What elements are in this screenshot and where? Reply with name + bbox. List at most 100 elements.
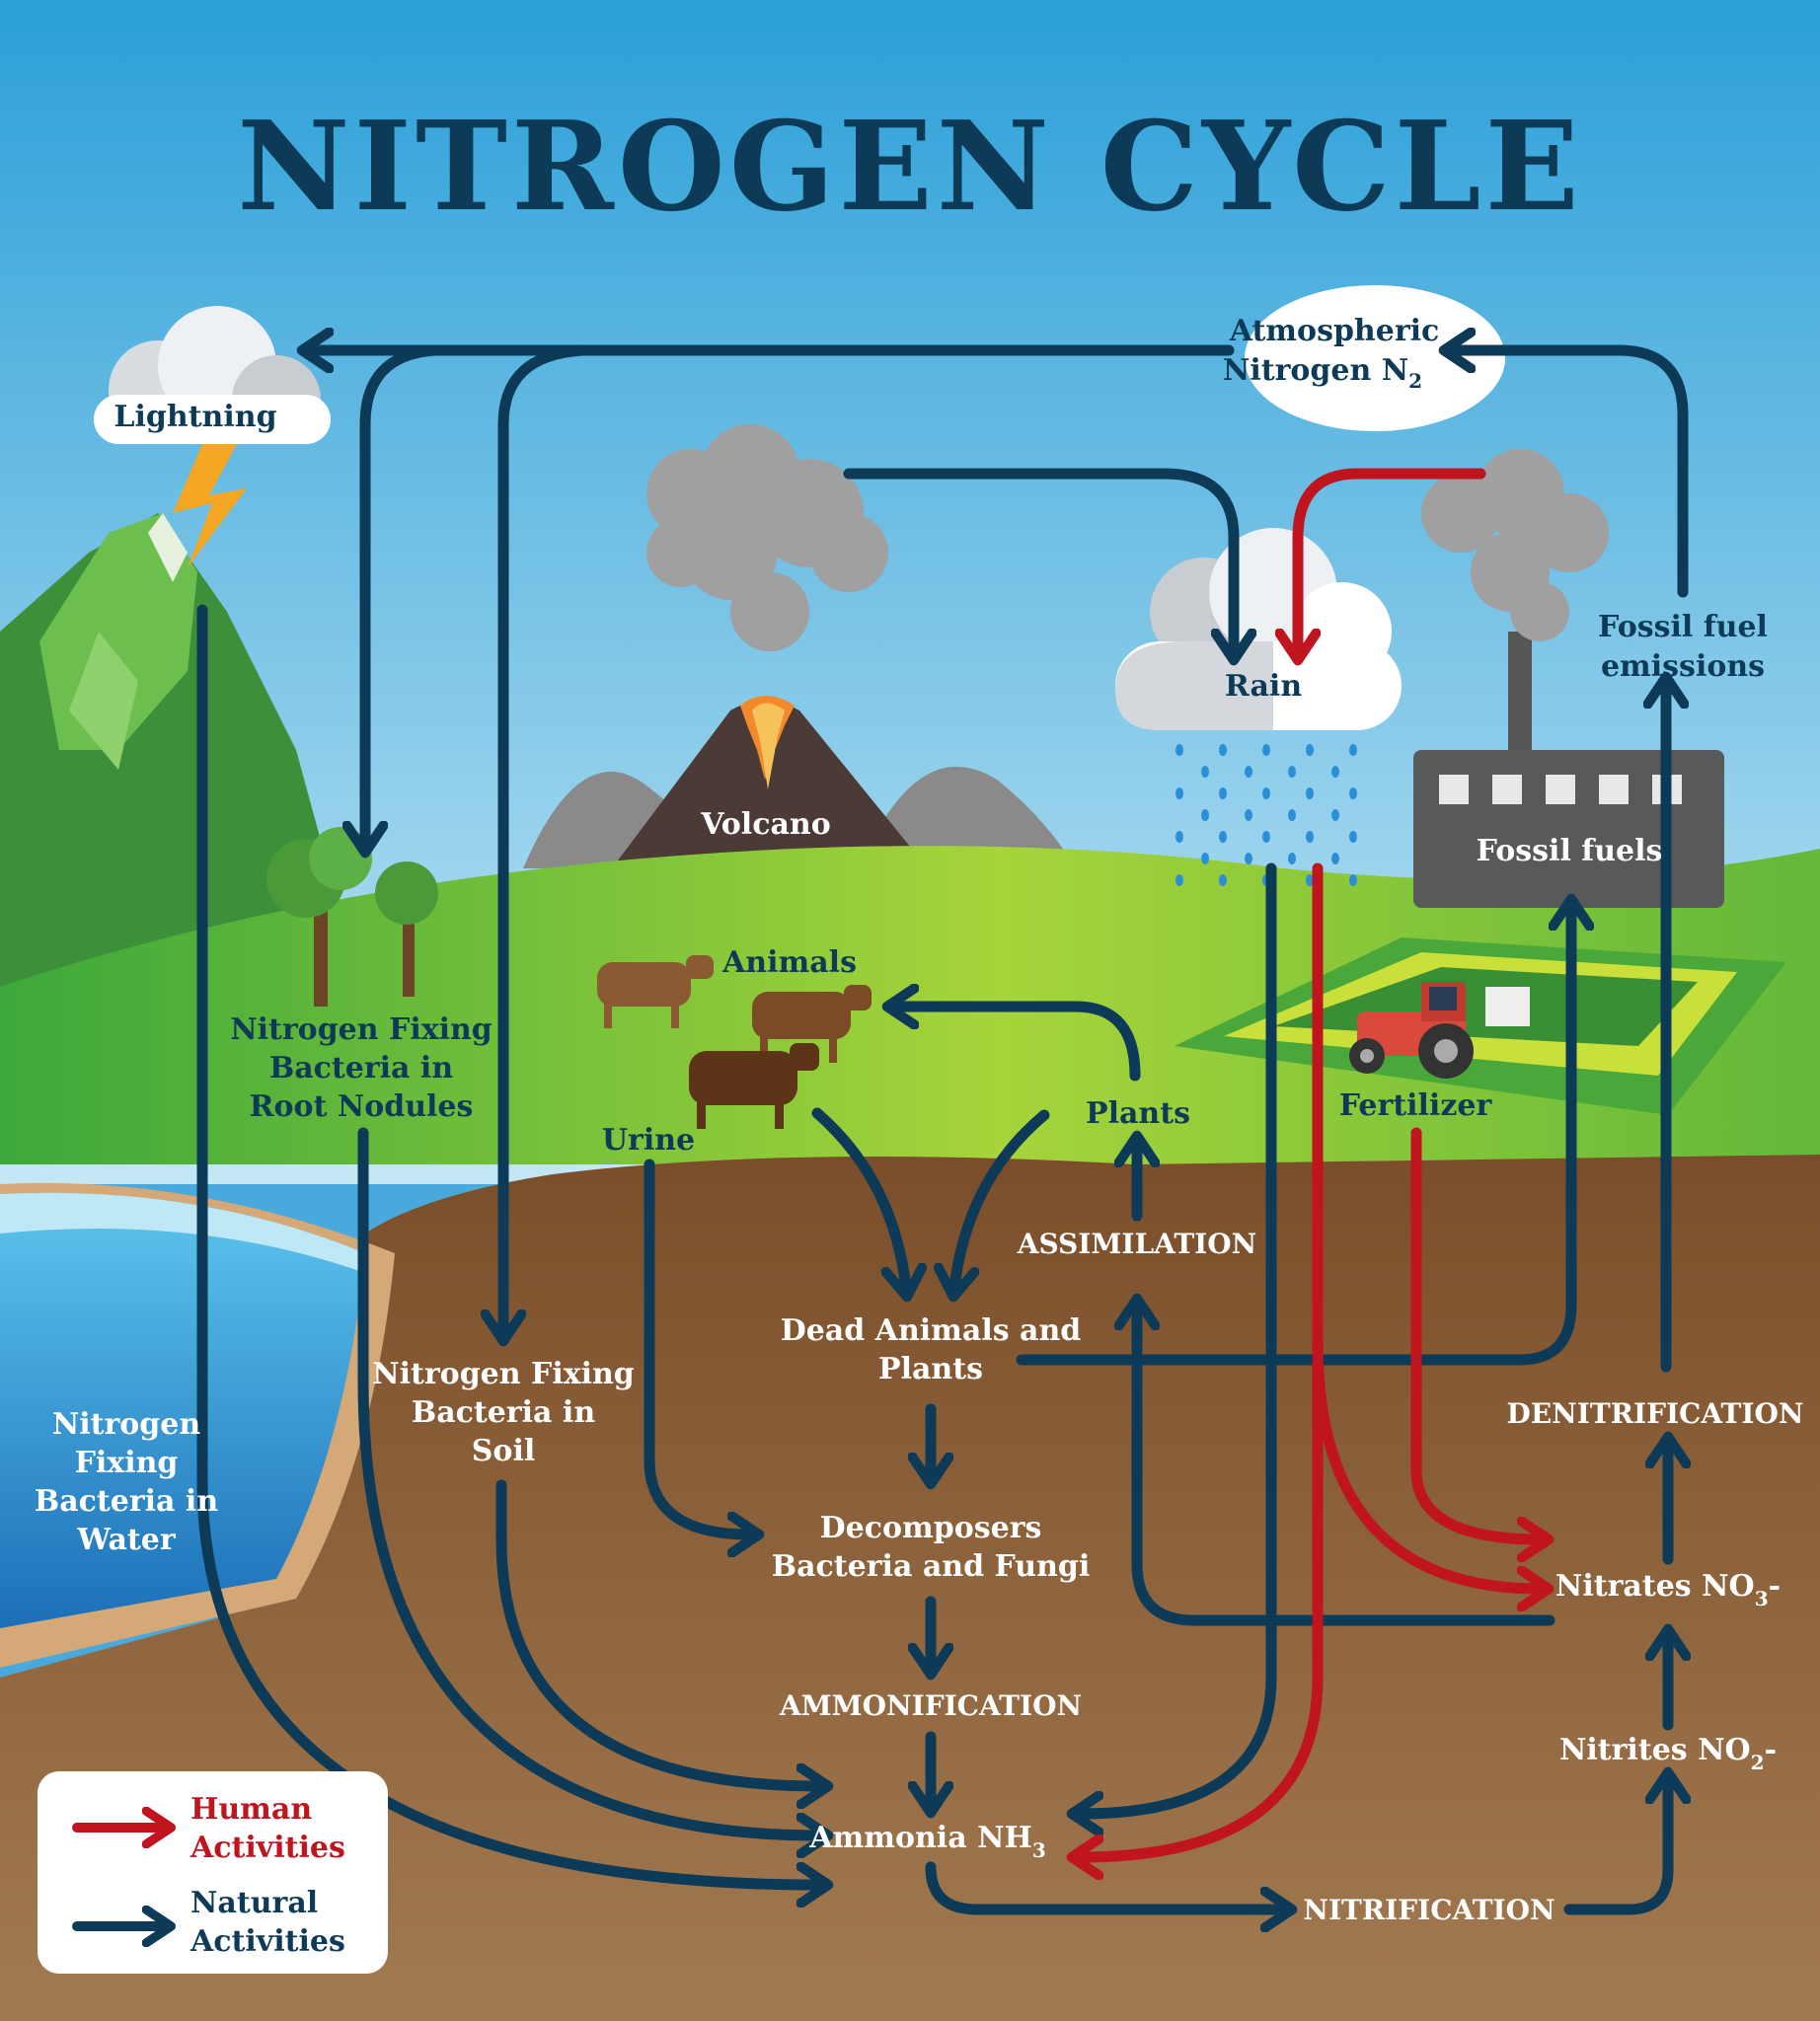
atmospheric-nitrogen-label: Atmospheric xyxy=(1229,314,1440,348)
fertilizer-label: Fertilizer xyxy=(1339,1088,1493,1123)
arrow-rain-to-ammonia-human xyxy=(1081,862,1324,1857)
ammonification-label: AMMONIFICATION xyxy=(779,1689,1082,1722)
rain-drop xyxy=(1175,787,1183,799)
fossil-fuels-label: Fossil fuels xyxy=(1477,834,1663,868)
arrow-volcano-to-rain xyxy=(843,468,1234,651)
rain-drop xyxy=(1288,809,1296,821)
rain-drop xyxy=(1245,809,1252,821)
fossil-emissions-label-2: emissions xyxy=(1601,649,1765,684)
lightning-cloud xyxy=(94,306,331,444)
water-bacteria-label-1: Nitrogen xyxy=(52,1407,201,1442)
lightning-label: Lightning xyxy=(114,400,276,434)
arrow-plants-to-animals xyxy=(896,1007,1141,1082)
root-nodules-label-1: Nitrogen Fixing xyxy=(230,1012,493,1047)
arrow-animals-to-dead xyxy=(811,1107,906,1288)
legend-natural-label-2: Activities xyxy=(190,1924,345,1959)
arrow-rain-to-ammonia xyxy=(1081,862,1277,1814)
human-arrows xyxy=(1081,468,1540,1857)
rain-drop xyxy=(1262,831,1270,843)
arrow-nitrates-to-assimilation xyxy=(1137,1308,1555,1626)
arrow-factory-smoke-to-rain xyxy=(1298,468,1486,651)
rain-label: Rain xyxy=(1225,669,1302,704)
rain-drop xyxy=(1219,744,1227,756)
rain-drop xyxy=(1349,787,1357,799)
rain-drop xyxy=(1219,874,1227,886)
soil-ground xyxy=(0,1155,1820,2021)
root-nodules-label-3: Root Nodules xyxy=(250,1089,474,1124)
rain-drop xyxy=(1306,874,1314,886)
rain-drop xyxy=(1349,831,1357,843)
root-nodules-label-2: Bacteria in xyxy=(269,1051,453,1085)
nitrification-label: NITRIFICATION xyxy=(1303,1894,1555,1926)
nitrites-label: Nitrites NO2- xyxy=(1559,1733,1777,1774)
arrow-ammonia-to-nitrification xyxy=(925,1861,1283,1909)
arrow-nitrification-to-nitrites xyxy=(1563,1781,1668,1915)
arrow-root-nodules-to-ammonia xyxy=(357,1127,819,1835)
natural-arrows xyxy=(196,344,1689,1915)
smoke-clouds xyxy=(646,424,1609,651)
lightning-bolt-icon xyxy=(173,444,247,567)
legend-natural-label-1: Natural xyxy=(190,1886,318,1920)
arrow-atmospheric-to-soil-bacteria xyxy=(503,344,588,1332)
rain-drop xyxy=(1262,744,1270,756)
rain-drop xyxy=(1201,809,1209,821)
rain-drop xyxy=(1175,874,1183,886)
rain-drops xyxy=(1175,744,1357,886)
volcano-label: Volcano xyxy=(700,807,830,842)
arrow-fertilizer-to-nitrates xyxy=(1410,1127,1540,1539)
dead-label-2: Plants xyxy=(878,1352,983,1386)
rain-drop xyxy=(1219,831,1227,843)
arrow-emissions-to-atmospheric xyxy=(1453,350,1689,598)
atmospheric-nitrogen-label-line2: Nitrogen N2 xyxy=(1223,353,1422,393)
rain-drop xyxy=(1175,744,1183,756)
atmospheric-nitrogen-ellipse xyxy=(1245,285,1505,431)
legend: Human Activities Natural Activities xyxy=(38,1771,388,1974)
left-mountains xyxy=(0,513,355,987)
arrow-rain-to-nitrates-human xyxy=(1312,1336,1540,1589)
ammonia-label: Ammonia NH3 xyxy=(808,1821,1046,1862)
arrow-urine-to-decomposers xyxy=(644,1159,750,1534)
soil-bacteria-label-1: Nitrogen Fixing xyxy=(372,1357,635,1391)
water-bacteria-label-4: Water xyxy=(76,1523,176,1557)
rain-drop xyxy=(1219,787,1227,799)
rain-drop xyxy=(1262,787,1270,799)
rain-drop xyxy=(1288,766,1296,778)
legend-human-label-2: Activities xyxy=(190,1831,345,1865)
water-bacteria-label-3: Bacteria in xyxy=(35,1484,218,1519)
page-title: NITROGEN CYCLE xyxy=(237,95,1583,239)
denitrification-label: DENITRIFICATION xyxy=(1507,1397,1804,1430)
rain-drop xyxy=(1175,831,1183,843)
decomposers-label-2: Bacteria and Fungi xyxy=(772,1549,1091,1584)
tractor-illustration xyxy=(1349,982,1530,1079)
rain-drop xyxy=(1288,853,1296,864)
farm-field xyxy=(1175,937,1786,1115)
nitrates-label: Nitrates NO3- xyxy=(1555,1569,1781,1610)
rain-drop xyxy=(1331,766,1339,778)
decomposers-label-1: Decomposers xyxy=(820,1511,1042,1545)
arrow-dead-to-fossil-fuels xyxy=(1016,908,1571,1366)
animals-label: Animals xyxy=(721,945,857,980)
plants-label: Plants xyxy=(1086,1096,1190,1131)
urine-label: Urine xyxy=(602,1123,695,1158)
rain-drop xyxy=(1201,853,1209,864)
assimilation-label: ASSIMILATION xyxy=(1017,1228,1257,1260)
factory-illustration xyxy=(1413,632,1724,908)
fossil-emissions-label-1: Fossil fuel xyxy=(1598,610,1768,644)
rain-drop xyxy=(1306,787,1314,799)
rain-drop xyxy=(1349,874,1357,886)
rain-drop xyxy=(1245,766,1252,778)
rain-drop xyxy=(1245,853,1252,864)
dead-label-1: Dead Animals and xyxy=(781,1313,1082,1348)
rain-drop xyxy=(1331,809,1339,821)
rain-drop xyxy=(1349,744,1357,756)
water-bacteria-label-2: Fixing xyxy=(75,1446,179,1480)
rain-drop xyxy=(1306,831,1314,843)
legend-human-label-1: Human xyxy=(190,1792,312,1827)
arrow-atmospheric-to-root-nodules xyxy=(365,344,440,844)
rain-drop xyxy=(1331,853,1339,864)
arrow-plants-to-dead xyxy=(954,1109,1050,1288)
rain-drop xyxy=(1306,744,1314,756)
arrow-soil-bacteria-to-ammonia xyxy=(495,1479,819,1786)
